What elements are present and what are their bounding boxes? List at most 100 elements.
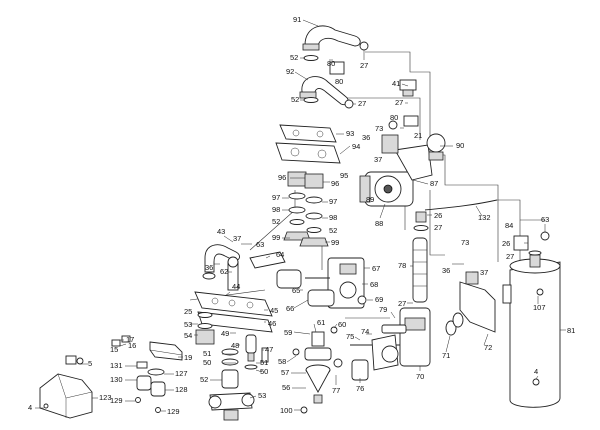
callout-79: 79 (379, 305, 387, 314)
callout-5: 5 (88, 359, 92, 368)
fitting-stack-right (299, 173, 329, 247)
callout-17: 17 (126, 335, 134, 344)
callout-51: 51 (203, 349, 211, 358)
callout-92: 92 (286, 67, 294, 76)
callout-76: 76 (356, 384, 364, 393)
pipe-43 (202, 244, 240, 280)
callout-53: 53 (258, 391, 266, 400)
hose-132 (424, 199, 498, 211)
callout-63: 63 (256, 240, 264, 249)
callout-130: 130 (110, 375, 123, 384)
callout-84: 84 (505, 221, 513, 230)
mounting-bracket-72 (445, 271, 496, 336)
callout-129: 129 (110, 396, 123, 405)
callout-72: 72 (484, 343, 492, 352)
callout-52: 52 (290, 53, 298, 62)
callout-132: 132 (478, 213, 491, 222)
callout-52: 52 (200, 375, 208, 384)
callout-labels: 91 52 80 27 92 80 52 27 41 27 80 73 36 2… (28, 15, 575, 416)
callout-54: 54 (184, 331, 192, 340)
callout-98: 98 (329, 213, 337, 222)
callout-21: 21 (414, 131, 422, 140)
pipe-62 (227, 256, 239, 291)
callout-89: 89 (366, 195, 374, 204)
storage-cylinder-81 (502, 254, 561, 408)
fittings-23-25-54 (195, 312, 239, 366)
callout-43: 43 (217, 227, 225, 236)
callout-60: 60 (338, 320, 346, 329)
callout-80: 80 (335, 77, 343, 86)
gasket-plates-93-94 (275, 124, 341, 164)
callout-62: 62 (220, 267, 228, 276)
callout-97: 97 (272, 193, 280, 202)
callout-47: 47 (265, 345, 273, 354)
callout-95: 95 (340, 171, 348, 180)
callout-67: 67 (372, 264, 380, 273)
heat-exchanger-70 (333, 307, 431, 381)
callout-61: 61 (317, 318, 325, 327)
callout-37: 37 (480, 268, 488, 277)
callout-4: 4 (534, 367, 538, 376)
circulation-pump-assembly (359, 79, 446, 207)
leader-lines (35, 19, 566, 412)
callout-69: 69 (375, 295, 383, 304)
callout-68: 68 (370, 280, 378, 289)
callout-99: 99 (331, 238, 339, 247)
callout-80: 80 (390, 113, 398, 122)
callout-73: 73 (375, 124, 383, 133)
callout-99: 99 (272, 233, 280, 242)
callout-50: 50 (260, 367, 268, 376)
callout-56: 56 (282, 383, 290, 392)
callout-71: 71 (442, 351, 450, 360)
bracket-19 (149, 341, 183, 361)
callout-36: 36 (205, 263, 213, 272)
callout-100: 100 (280, 406, 293, 415)
callout-48: 48 (231, 341, 239, 350)
callout-74: 74 (361, 327, 369, 336)
callout-96: 96 (331, 179, 339, 188)
callout-90: 90 (456, 141, 464, 150)
callout-77: 77 (332, 386, 340, 395)
housing-123 (39, 373, 93, 419)
callout-19: 19 (184, 353, 192, 362)
callout-66: 66 (286, 304, 294, 313)
callout-15: 15 (110, 345, 118, 354)
callout-36: 36 (442, 266, 450, 275)
expansion-tube-78 (412, 211, 429, 303)
callout-123: 123 (99, 393, 112, 402)
callout-59: 59 (284, 328, 292, 337)
pipe-clips-80 (329, 61, 419, 127)
callout-88: 88 (375, 219, 383, 228)
callout-37: 37 (233, 234, 241, 243)
callout-127: 127 (175, 369, 188, 378)
callout-70: 70 (416, 372, 424, 381)
fitting-stack-left (283, 171, 311, 241)
callout-78: 78 (398, 261, 406, 270)
callout-107: 107 (533, 303, 546, 312)
callout-128: 128 (175, 385, 188, 394)
sensors-47-51 (244, 334, 269, 370)
callout-73: 73 (461, 238, 469, 247)
upper-pipe-91 (302, 25, 361, 51)
callout-97: 97 (329, 197, 337, 206)
callout-64: 64 (276, 250, 284, 259)
callout-80: 80 (327, 59, 335, 68)
top-right-fittings (513, 219, 550, 256)
callout-58: 58 (278, 357, 286, 366)
callout-98: 98 (272, 205, 280, 214)
callout-26: 26 (434, 211, 442, 220)
callout-27: 27 (358, 99, 366, 108)
callout-45: 45 (270, 306, 278, 315)
valve-group-65-69 (276, 257, 367, 309)
stack-127-131 (135, 361, 166, 413)
callout-57: 57 (281, 368, 289, 377)
callout-81: 81 (567, 326, 575, 335)
callout-93: 93 (346, 129, 354, 138)
callout-53: 53 (184, 320, 192, 329)
callout-4: 4 (28, 403, 32, 412)
callout-50: 50 (203, 358, 211, 367)
valve-53-lower (208, 369, 255, 421)
callout-129: 129 (167, 407, 180, 416)
callout-87: 87 (430, 179, 438, 188)
